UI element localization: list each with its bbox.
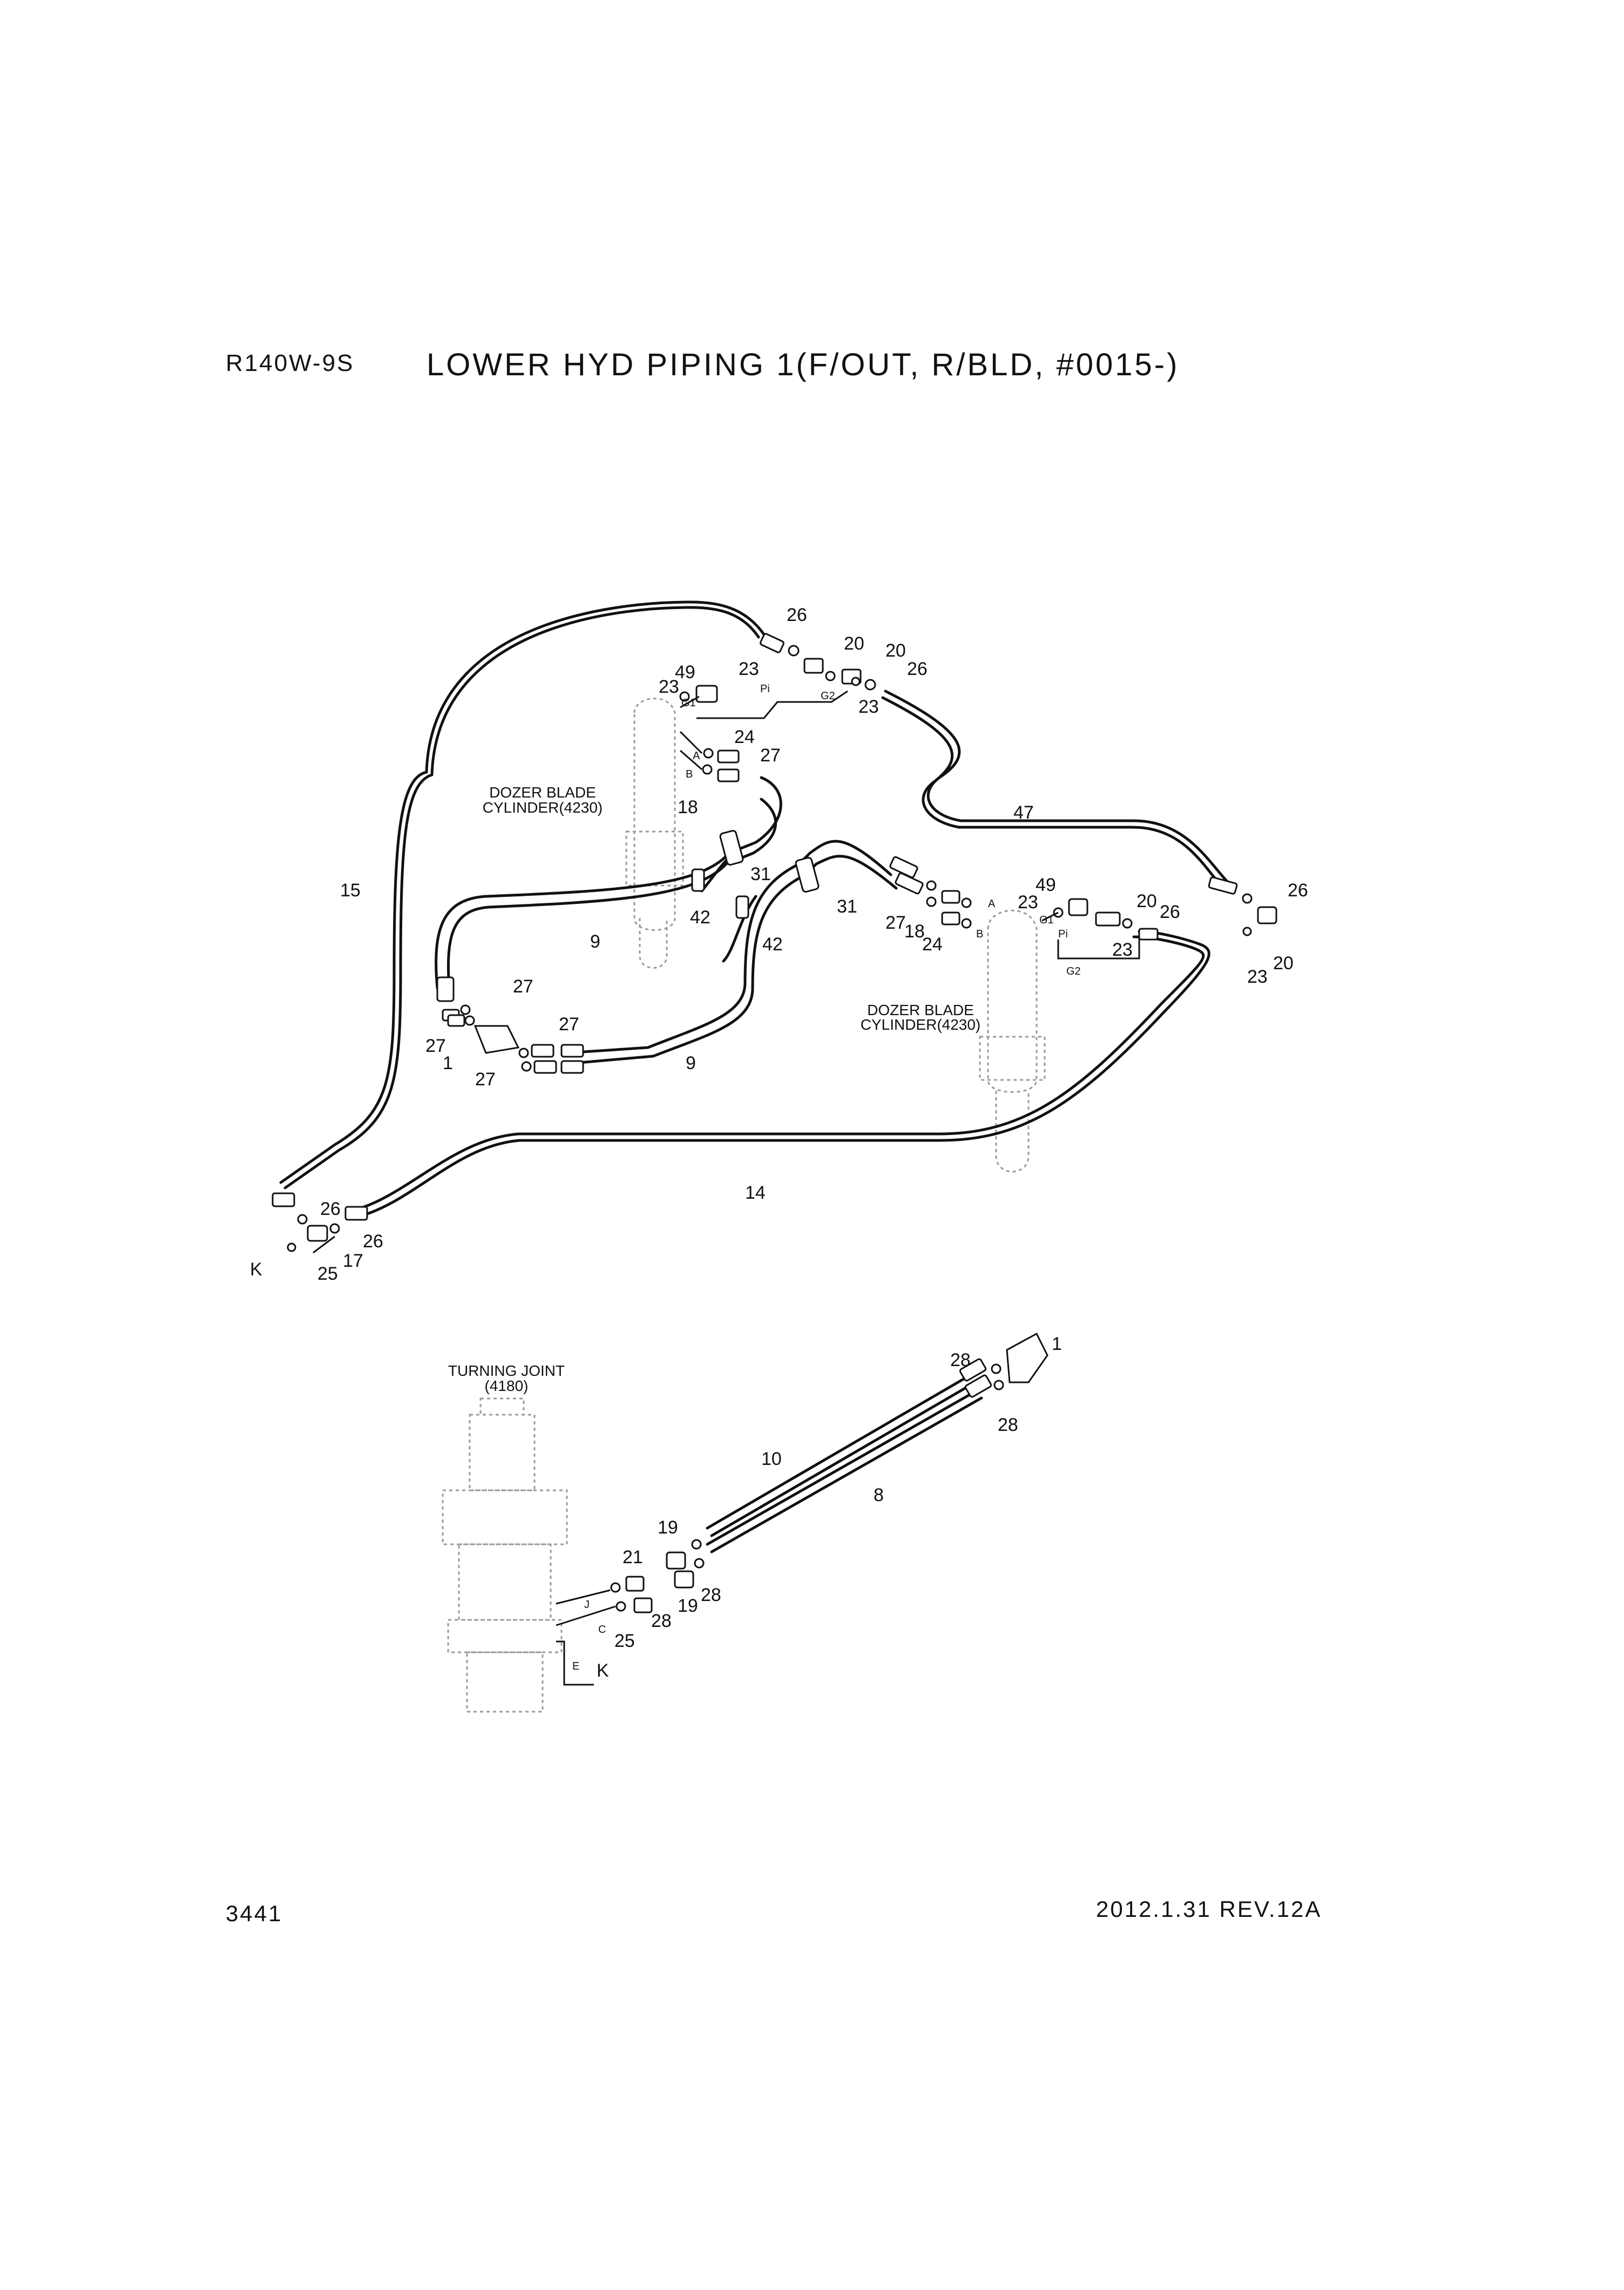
part-number: 23 [739,659,759,679]
part-number: 26 [1160,902,1180,922]
part-number: 26 [363,1231,383,1252]
part-number: 20 [1136,891,1157,911]
hose-9-lower [565,840,898,1065]
part-number: 23 [858,697,879,717]
part-number: K [597,1660,609,1681]
part-number: 26 [907,659,928,679]
part-number: 21 [622,1547,643,1568]
part-number: 23 [1112,940,1133,960]
part-number: 28 [950,1350,971,1370]
part-number: 24 [734,727,755,747]
turning-joint [442,1397,568,1713]
dozer-left-caption-1: DOZER BLADE [489,784,596,801]
part-number: 24 [922,934,943,955]
port-label: G2 [1066,965,1081,977]
part-number: 47 [1013,802,1034,823]
fittings-right [889,856,1277,941]
part-number: 26 [787,605,807,625]
part-number: 28 [701,1585,721,1605]
clamp-31-right [795,856,820,893]
clamp-31-left [719,829,744,866]
part-number: 20 [885,640,906,661]
part-number: 27 [425,1036,446,1056]
hose-14 [355,930,1210,1218]
clamp-42-right [735,895,749,919]
port-label: G1 [681,697,696,709]
port-label: E [572,1660,579,1672]
hose-8 [706,1389,983,1553]
part-number: 17 [343,1251,363,1271]
model-code: R140W-9S [226,350,355,376]
part-number: 25 [317,1264,338,1284]
part-number: 49 [1036,875,1056,895]
part-number: 20 [844,633,864,654]
part-number: 14 [745,1183,766,1203]
part-number: 18 [904,921,925,942]
hose-10 [706,1373,978,1537]
part-number: 27 [885,913,906,933]
part-number: 19 [678,1596,698,1616]
clamp-42-left [691,868,705,892]
dozer-right-caption-2: CYLINDER(4230) [861,1016,981,1033]
hose-9-upper [435,776,782,990]
part-number: 18 [678,797,698,818]
port-label: B [686,768,693,780]
part-number: 27 [760,745,781,766]
part-number: 28 [651,1611,672,1631]
part-number: 20 [1273,953,1294,974]
dozer-blade-cylinder-right [979,909,1046,1173]
part-number: 27 [559,1014,579,1035]
port-label: G2 [821,690,835,702]
part-number: 28 [998,1415,1018,1435]
hose-15 [279,600,766,1190]
part-number: 23 [1018,892,1038,913]
dozer-left-caption-2: CYLINDER(4230) [483,799,603,816]
part-callouts: 26 20 20 26 49 23 23 23 24 27 18 47 15 3… [250,605,1308,1681]
dozer-right-caption-1: DOZER BLADE [867,1002,974,1018]
part-number: 26 [320,1199,341,1219]
part-number: 23 [659,677,679,697]
turning-joint-caption-1: TURNING JOINT [448,1362,565,1379]
port-label: B [976,928,983,940]
port-label: A [988,898,996,910]
part-number: 9 [686,1053,696,1073]
part-number: 31 [750,864,771,884]
port-label: A [693,750,700,762]
fittings-bottom-left [272,1192,368,1252]
page-number: 3441 [226,1901,283,1926]
part-number: 19 [658,1517,678,1538]
part-number: 23 [1247,967,1268,987]
part-number: 8 [874,1485,884,1505]
revision-date: 2012.1.31 REV.12A [1096,1896,1322,1922]
part-number: K [250,1259,262,1280]
fittings-left [436,976,584,1074]
part-number: 42 [690,907,710,928]
part-number: 9 [590,931,600,952]
part-number: 31 [837,896,857,917]
part-number: 27 [513,976,533,997]
part-number: 42 [762,934,783,955]
turning-joint-caption-2: (4180) [485,1377,529,1394]
part-number: 10 [761,1449,782,1469]
port-label: Pi [760,683,770,695]
fittings-turning-joint [610,1332,1048,1613]
part-number: 1 [1052,1334,1062,1354]
port-label: J [584,1599,590,1611]
hose-47 [881,690,1233,893]
fittings-top [679,633,876,782]
port-label: G1 [1039,914,1054,926]
part-number: 27 [475,1069,496,1090]
part-number: 15 [340,880,361,901]
part-number: 1 [443,1053,453,1073]
dozer-blade-cylinder-left [625,698,684,969]
port-leaders [313,690,1140,1686]
part-number: 49 [675,662,695,683]
port-label: Pi [1058,928,1068,940]
page-title: LOWER HYD PIPING 1(F/OUT, R/BLD, #0015-) [427,347,1180,382]
part-number: 26 [1288,880,1308,901]
port-label: C [598,1624,606,1636]
part-number: 25 [614,1631,635,1651]
